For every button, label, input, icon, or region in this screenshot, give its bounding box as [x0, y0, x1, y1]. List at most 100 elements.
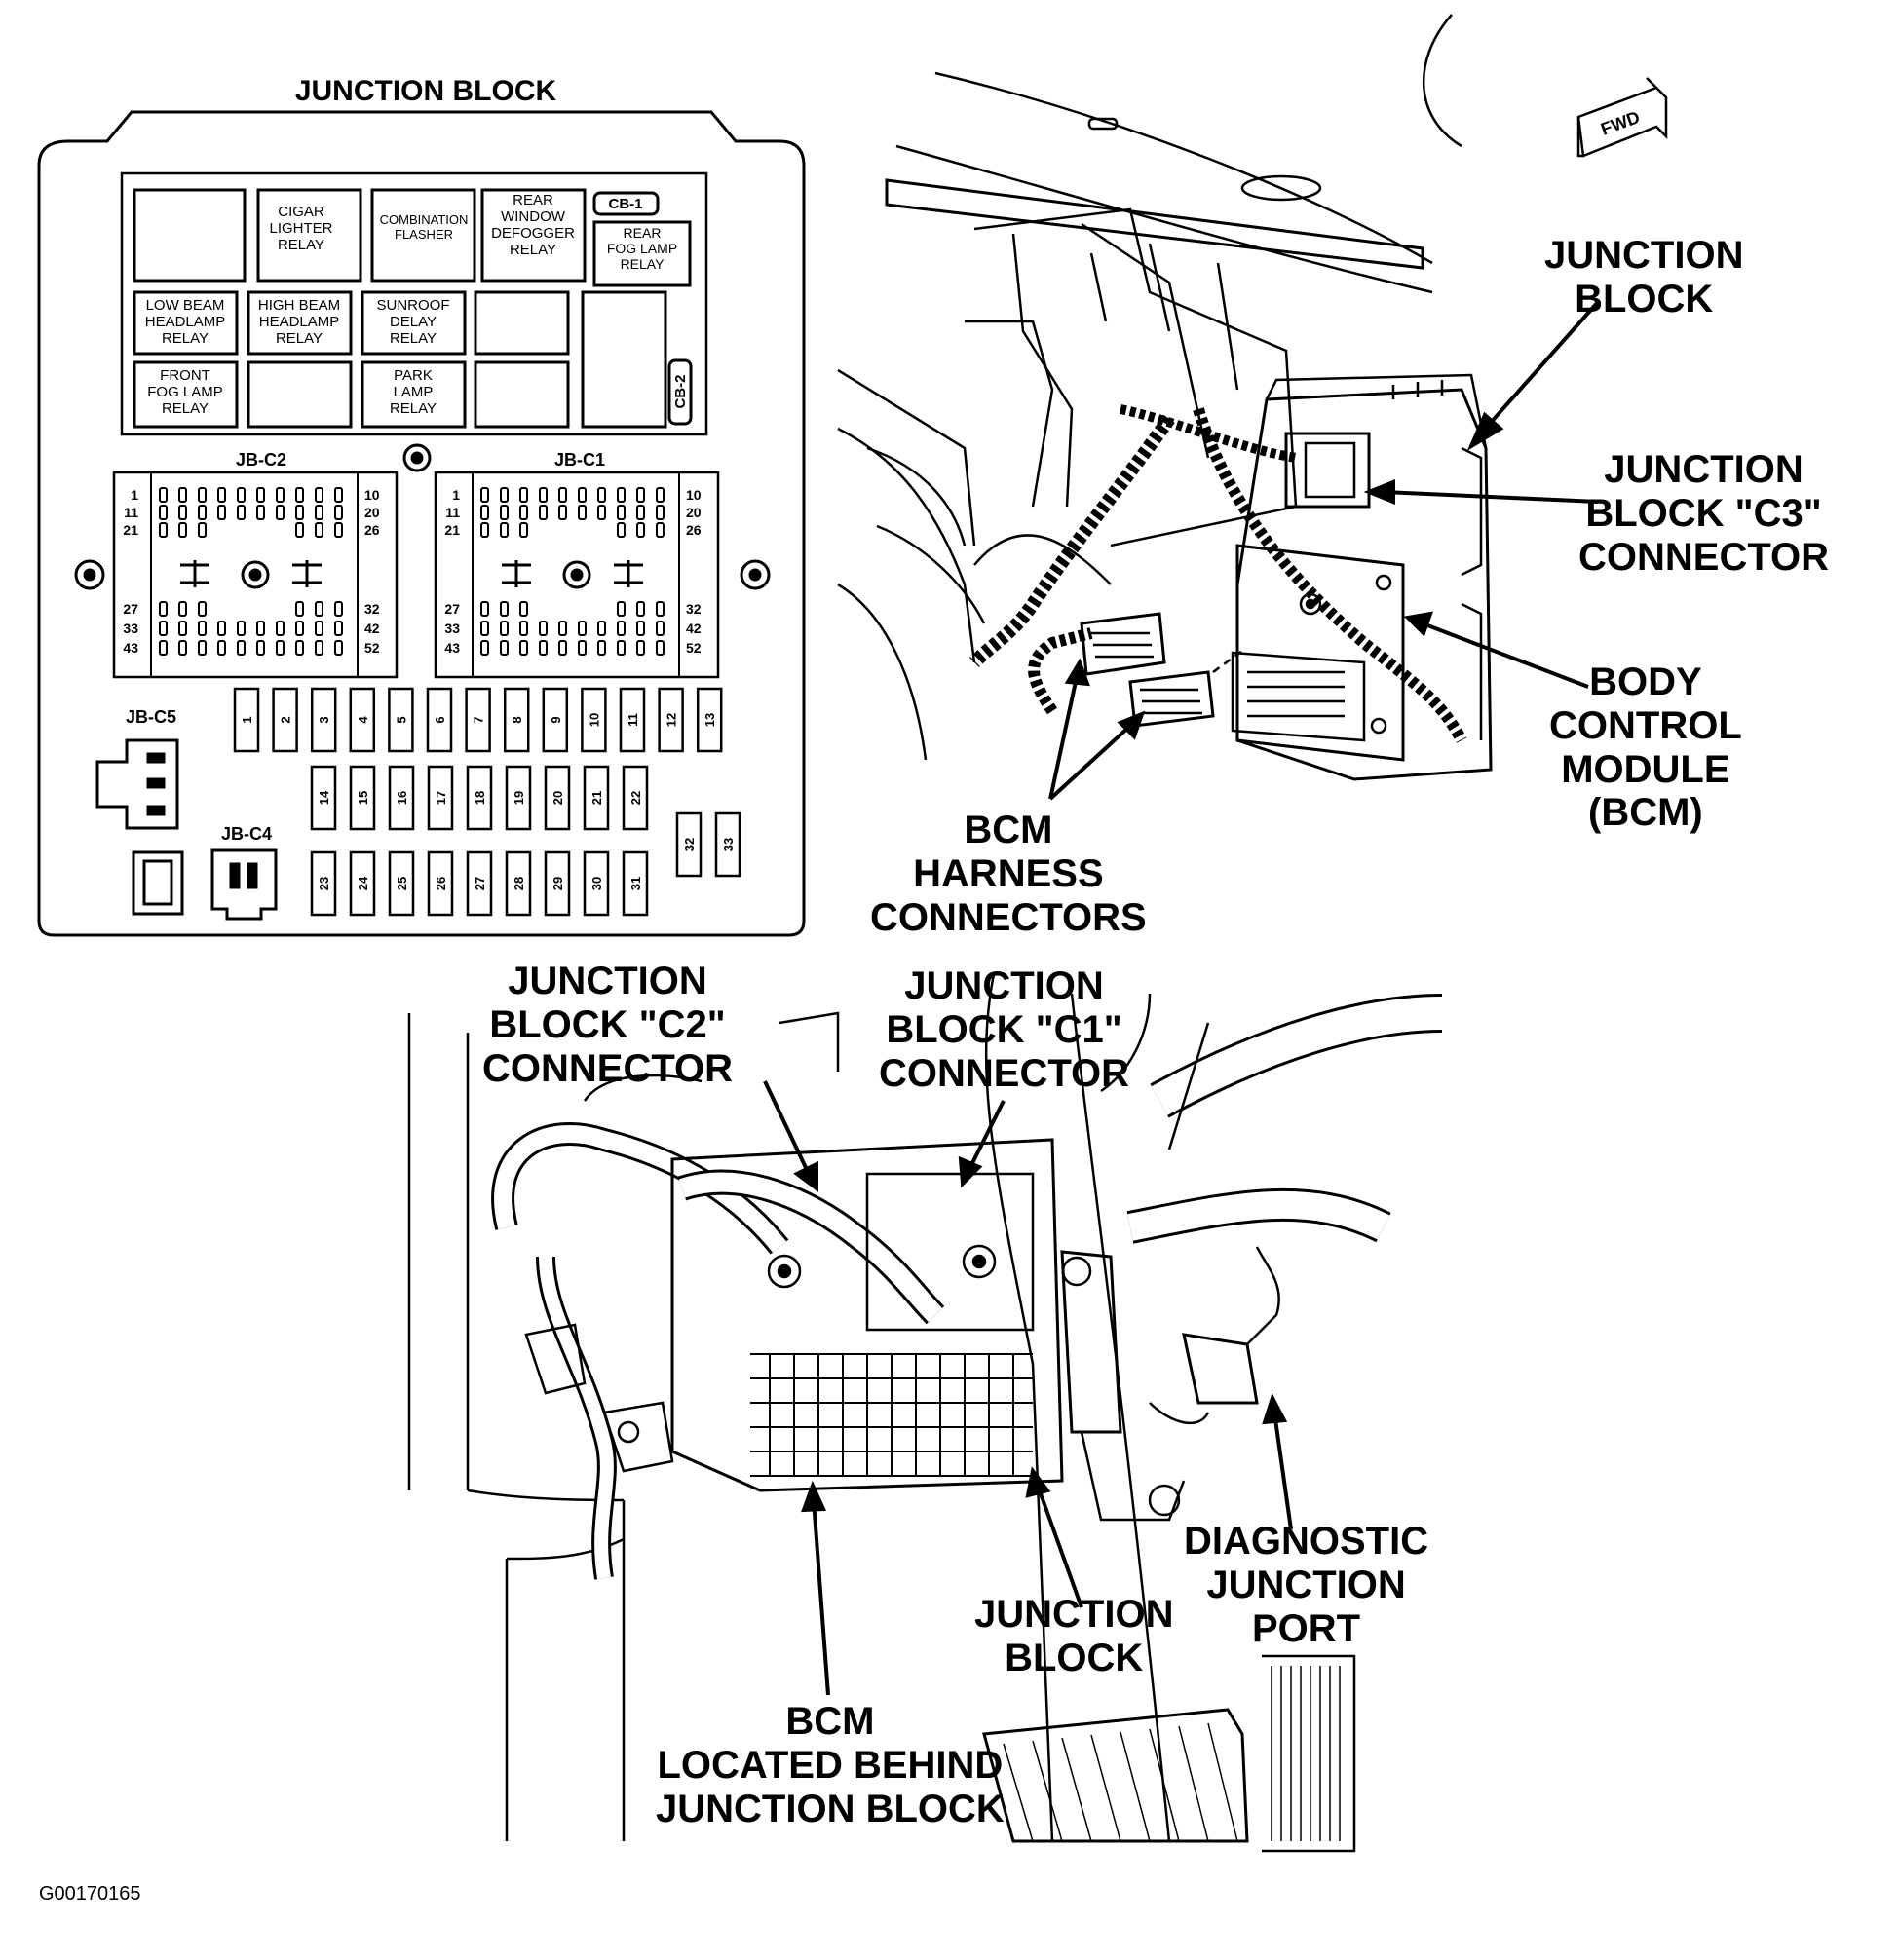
pin-slot	[617, 601, 626, 617]
pin-number: 10	[686, 487, 702, 503]
pin-slot	[159, 522, 168, 538]
pin-slot	[500, 621, 509, 636]
fuse-slot	[542, 687, 569, 753]
pin-slot	[237, 621, 246, 636]
pin-slot	[295, 601, 304, 617]
fuse-number: 15	[356, 791, 370, 805]
pin-slot	[500, 505, 509, 520]
pin-slot	[578, 505, 587, 520]
pin-slot	[198, 640, 207, 656]
fuse-slot	[272, 687, 298, 753]
pin-slot	[597, 505, 606, 520]
pin-slot	[500, 640, 509, 656]
fuse-slot	[466, 850, 493, 917]
pin-slot	[519, 522, 528, 538]
pin-slot	[519, 505, 528, 520]
fuse-slot	[426, 687, 453, 753]
pin-slot	[636, 505, 645, 520]
label-line: CONNECTOR	[879, 1051, 1130, 1095]
pin-slot	[178, 487, 187, 503]
pin-slot	[315, 621, 323, 636]
label-line: (BCM)	[1588, 791, 1703, 835]
label-line: HARNESS	[913, 851, 1104, 895]
label-line: JUNCTION	[1544, 234, 1744, 277]
pin-slot	[237, 640, 246, 656]
fuse-slot	[466, 765, 493, 831]
fuse-number: 10	[587, 713, 601, 727]
pin-number: 26	[686, 522, 702, 538]
pin-slot	[178, 640, 187, 656]
pin-slot	[295, 505, 304, 520]
pin-slot	[178, 505, 187, 520]
fuse-number: 31	[628, 877, 643, 890]
pin-slot	[558, 487, 567, 503]
pin-slot	[256, 640, 265, 656]
pin-number: 42	[686, 621, 702, 636]
pin-slot	[656, 601, 665, 617]
fuse-slot	[505, 765, 532, 831]
pin-slot	[617, 505, 626, 520]
fuse-number: 24	[356, 876, 370, 890]
label-line: BLOCK "C3"	[1585, 491, 1822, 535]
pin-slot	[178, 621, 187, 636]
pin-slot	[334, 601, 343, 617]
pin-slot	[656, 640, 665, 656]
fuse-slot	[349, 765, 376, 831]
pin-slot	[256, 621, 265, 636]
pin-slot	[558, 505, 567, 520]
jb-c4-label: JB-C4	[221, 824, 272, 844]
label-line: JUNCTION	[508, 960, 707, 1002]
pin-slot	[539, 621, 548, 636]
fuse-slot	[658, 687, 684, 753]
pin-slot	[159, 505, 168, 520]
label-line: CONNECTOR	[1578, 535, 1830, 579]
fuse-number: 16	[395, 791, 409, 805]
fuse-number: 11	[626, 713, 640, 727]
pin-slot	[656, 621, 665, 636]
pin-slot	[480, 621, 489, 636]
figure-id: G00170165	[39, 1883, 141, 1904]
label-line: JUNCTION BLOCK	[656, 1787, 1005, 1830]
pin-number: 33	[123, 621, 138, 636]
relay-label: RELAY	[162, 330, 209, 347]
fuse-number: 3	[317, 716, 331, 723]
pin-slot	[617, 640, 626, 656]
label-line: CONNECTOR	[482, 1046, 734, 1090]
label-line: CONTROL	[1549, 703, 1742, 747]
pin-slot	[276, 505, 285, 520]
label-line: PORT	[1252, 1606, 1361, 1650]
pin-slot	[656, 487, 665, 503]
fuse-slot	[622, 850, 649, 917]
pin-slot	[480, 505, 489, 520]
relay-label: COMBINATION	[380, 212, 469, 227]
relay-label: HIGH BEAM	[258, 297, 340, 314]
pin-slot	[198, 522, 207, 538]
relay-label: LOW BEAM	[146, 297, 225, 314]
pin-slot	[276, 621, 285, 636]
pin-slot	[480, 601, 489, 617]
pin-slot	[198, 505, 207, 520]
fuse-slot	[503, 687, 530, 753]
pin-slot	[656, 522, 665, 538]
pin-slot	[334, 621, 343, 636]
label-c2-connector: JUNCTION BLOCK "C2" CONNECTOR	[482, 960, 733, 1090]
pin-number: 1	[131, 487, 138, 503]
relay-label: HEADLAMP	[259, 314, 340, 330]
cb2-label: CB-2	[672, 374, 689, 408]
pin-slot	[159, 621, 168, 636]
relay-label: FLASHER	[395, 227, 453, 242]
pin-number: 33	[444, 621, 460, 636]
label-bcm-location: BCM LOCATED BEHIND JUNCTION BLOCK	[656, 1700, 1005, 1830]
pin-slot	[315, 522, 323, 538]
pin-slot	[334, 522, 343, 538]
pin-slot	[295, 487, 304, 503]
pin-slot	[256, 505, 265, 520]
fuse-number: 26	[434, 877, 448, 890]
pin-slot	[178, 522, 187, 538]
fuse-number: 19	[512, 791, 526, 805]
fuse-number: 22	[628, 791, 643, 805]
pin-number: 21	[123, 522, 138, 538]
pin-slot	[578, 640, 587, 656]
pin-number: 1	[452, 487, 460, 503]
